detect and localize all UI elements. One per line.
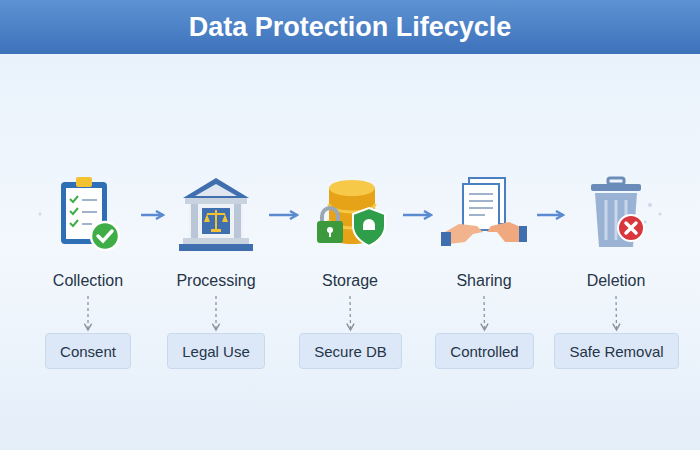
database-icon <box>305 170 395 260</box>
trash-icon <box>571 170 661 260</box>
clipboard-icon <box>43 170 133 260</box>
stage-label: Processing <box>171 272 261 290</box>
dashed-connector <box>349 296 351 330</box>
stage-detail-box: Secure DB <box>299 333 402 369</box>
stage-node: Sharing <box>435 170 533 290</box>
stage-node: Processing <box>167 170 265 290</box>
flow-arrow <box>537 214 563 217</box>
flow-arrow <box>141 214 163 217</box>
stage-detail-box: Consent <box>45 333 131 369</box>
dashed-connector <box>215 296 216 330</box>
flow-arrow <box>403 214 431 217</box>
diagram-title: Data Protection Lifecycle <box>0 0 700 54</box>
stage-detail-box: Safe Removal <box>554 333 679 369</box>
stage-label: Sharing <box>439 272 529 290</box>
dashed-connector <box>87 296 88 330</box>
bank-icon <box>171 170 261 260</box>
stage-label: Collection <box>43 272 133 290</box>
box-label: Safe Removal <box>569 343 663 360</box>
stage-node: Storage <box>301 170 399 290</box>
box-label: Secure DB <box>314 343 387 360</box>
sharing-icon <box>439 170 529 260</box>
dashed-connector <box>615 296 617 330</box>
stage-node: Deletion <box>567 170 665 290</box>
dashed-connector <box>483 296 485 330</box>
stage-detail-box: Legal Use <box>167 333 265 369</box>
flow-arrow <box>269 214 297 217</box>
stage-node: Collection <box>39 170 137 290</box>
box-label: Consent <box>60 343 116 360</box>
stage-label: Storage <box>305 272 395 290</box>
stage-detail-box: Controlled <box>435 333 534 369</box>
box-label: Legal Use <box>182 343 250 360</box>
stage-label: Deletion <box>571 272 661 290</box>
box-label: Controlled <box>450 343 518 360</box>
